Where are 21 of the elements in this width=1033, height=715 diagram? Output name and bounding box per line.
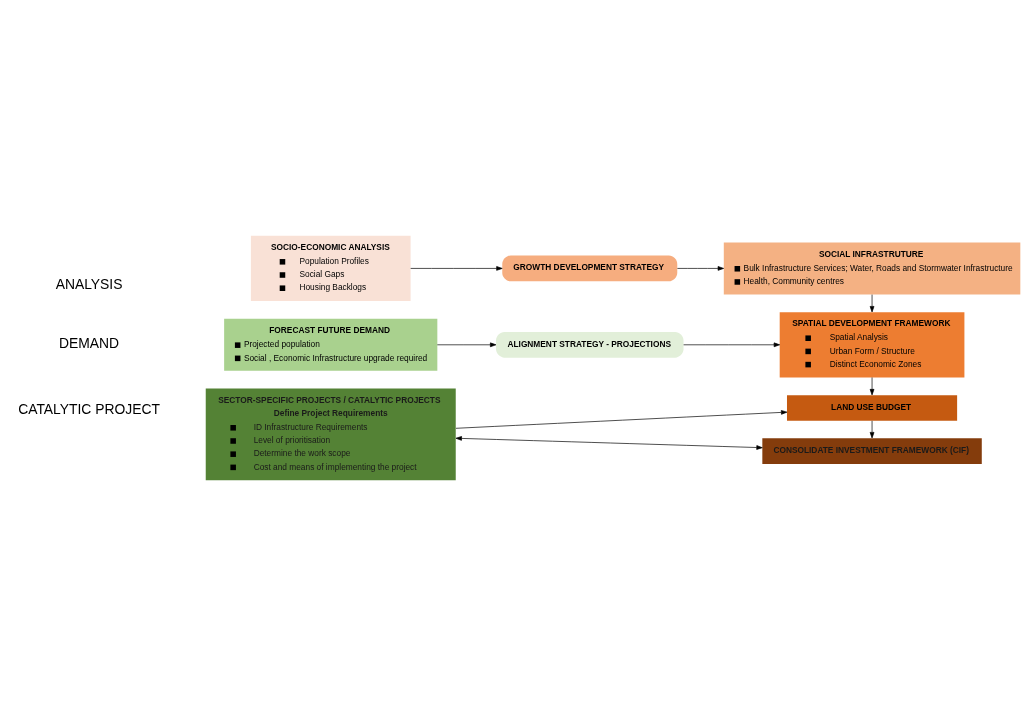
node-box: SECTOR-SPECIFIC PROJECTS / CATALYTIC PROJECTS Define Project Requirements ID Infrastructure Requirements Level of prioritisation Determine the work scope Cost and means of implementing the project bbox=[205, 388, 456, 480]
arrow bbox=[677, 265, 724, 271]
arrow bbox=[410, 265, 503, 271]
node-box: FORECAST FUTURE DEMAND Projected population Social , Economic Infrastructure upgrade required bbox=[224, 318, 438, 371]
arrow bbox=[869, 293, 875, 312]
node-box: CONSOLIDATE INVESTMENT FRAMEWORK (CIF) bbox=[762, 437, 982, 464]
node-box: LAND USE BUDGET bbox=[787, 394, 958, 421]
node-box: GROWTH DEVELOPMENT STRATEGY bbox=[502, 255, 678, 281]
node-box: SPATIAL DEVELOPMENT FRAMEWORK Spatial Analysis Urban Form / Structure Distinct Economic Zones bbox=[779, 311, 965, 377]
node-box: SOCIO-ECONOMIC ANALYSIS Population Profiles Social Gaps Housing Backlogs bbox=[250, 235, 411, 301]
arrow bbox=[455, 409, 788, 429]
label: CATALYTIC PROJECT bbox=[18, 400, 160, 417]
arrow bbox=[869, 420, 875, 438]
node-box: ALIGNMENT STRATEGY - PROJECTIONS bbox=[496, 331, 684, 358]
node-box: SOCIAL INFRASTRUTURE Bulk Infrastructure Services; Water, Roads and Stormwater Infrastructure Health, Community centres bbox=[723, 241, 1021, 294]
label: ANALYSIS bbox=[55, 275, 123, 292]
arrow bbox=[869, 376, 875, 395]
label: DEMAND bbox=[59, 334, 120, 351]
arrow bbox=[455, 435, 763, 450]
arrow bbox=[683, 342, 780, 347]
arrow bbox=[437, 342, 497, 347]
